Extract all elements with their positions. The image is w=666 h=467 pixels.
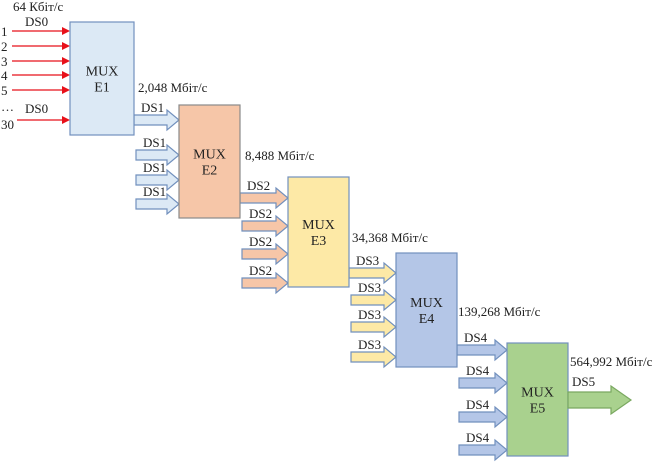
- mux-label: MUX: [86, 65, 119, 80]
- signal-block-arrow: [458, 405, 508, 429]
- signal-label: DS3: [358, 280, 381, 295]
- signal-block-arrow: [458, 371, 508, 395]
- signal-label: DS1: [143, 160, 166, 175]
- signal-block-arrow: [350, 288, 397, 312]
- mux-box-e1: [69, 21, 135, 136]
- channel-number-label: 2: [1, 39, 8, 54]
- signal-block-arrow: [350, 345, 397, 369]
- channel-number-label: 30: [1, 117, 14, 132]
- signal-label: DS4: [466, 397, 490, 412]
- channel-number-label: 4: [1, 68, 8, 83]
- mux-label: MUX: [302, 218, 335, 233]
- arrow-head-icon: [62, 71, 70, 79]
- mux-stage-name: E1: [94, 81, 110, 96]
- arrow-head-icon: [62, 42, 70, 50]
- signal-block-arrow: [350, 315, 397, 339]
- output-signal-label: DS5: [572, 374, 595, 389]
- signal-label-ds0-top: DS0: [25, 14, 48, 29]
- signal-block-arrow: [239, 186, 289, 210]
- link-rate-label: 2,048 Мбіт/с: [138, 80, 208, 95]
- output-rate-label: 564,992 Мбіт/с: [570, 354, 653, 369]
- channel-number-label: 3: [1, 54, 8, 69]
- signal-label: DS1: [143, 184, 166, 199]
- mux-stage-name: E2: [202, 164, 218, 179]
- mux-box-e5: [506, 342, 569, 457]
- mux-stage-name: E5: [530, 402, 546, 417]
- link-rate-label: 139,268 Мбіт/с: [458, 304, 541, 319]
- signal-label: DS3: [356, 253, 379, 268]
- signal-label: DS2: [249, 206, 272, 221]
- signal-label: DS4: [464, 330, 488, 345]
- signal-block-arrow: [458, 438, 508, 462]
- signal-block-arrow: [348, 261, 397, 285]
- signal-block-arrow: [241, 214, 289, 238]
- signal-label: DS4: [466, 430, 490, 445]
- mux-label: MUX: [521, 386, 554, 401]
- arrow-head-icon: [62, 116, 70, 124]
- signal-label: DS3: [358, 307, 381, 322]
- signal-block-arrow: [135, 168, 180, 192]
- mux-label: MUX: [410, 296, 443, 311]
- signal-label-ds0-bottom: DS0: [25, 101, 48, 116]
- signal-block-arrow: [241, 242, 289, 266]
- mux-stage-name: E3: [311, 234, 327, 249]
- signal-label: DS3: [358, 337, 381, 352]
- signal-label: DS2: [249, 263, 272, 278]
- link-rate-label: 34,368 Мбіт/с: [352, 230, 428, 245]
- signal-block-arrow: [135, 192, 180, 216]
- input-rate-label: 64 Кбіт/с: [13, 0, 63, 14]
- signal-label: DS2: [247, 178, 270, 193]
- channel-ellipsis: …: [1, 99, 14, 114]
- signal-block-arrow: [135, 143, 180, 167]
- link-rate-label: 8,488 Мбіт/с: [245, 148, 315, 163]
- mux-box-e4: [395, 252, 458, 368]
- output-block-arrow: [567, 384, 633, 416]
- mux-stage-name: E4: [419, 312, 435, 327]
- arrow-head-icon: [62, 27, 70, 35]
- mux-box-e2: [178, 104, 241, 219]
- mux-label: MUX: [193, 148, 226, 163]
- signal-label: DS1: [143, 135, 166, 150]
- signal-block-arrow: [456, 338, 508, 362]
- channel-number-label: 5: [1, 83, 8, 98]
- arrow-head-icon: [62, 57, 70, 65]
- signal-label: DS2: [249, 234, 272, 249]
- arrow-head-icon: [62, 86, 70, 94]
- signal-label: DS4: [466, 363, 490, 378]
- signal-label: DS1: [141, 100, 164, 115]
- signal-block-arrow: [133, 108, 180, 132]
- mux-box-e3: [287, 176, 350, 288]
- channel-number-label: 1: [1, 24, 8, 39]
- signal-block-arrow: [241, 271, 289, 295]
